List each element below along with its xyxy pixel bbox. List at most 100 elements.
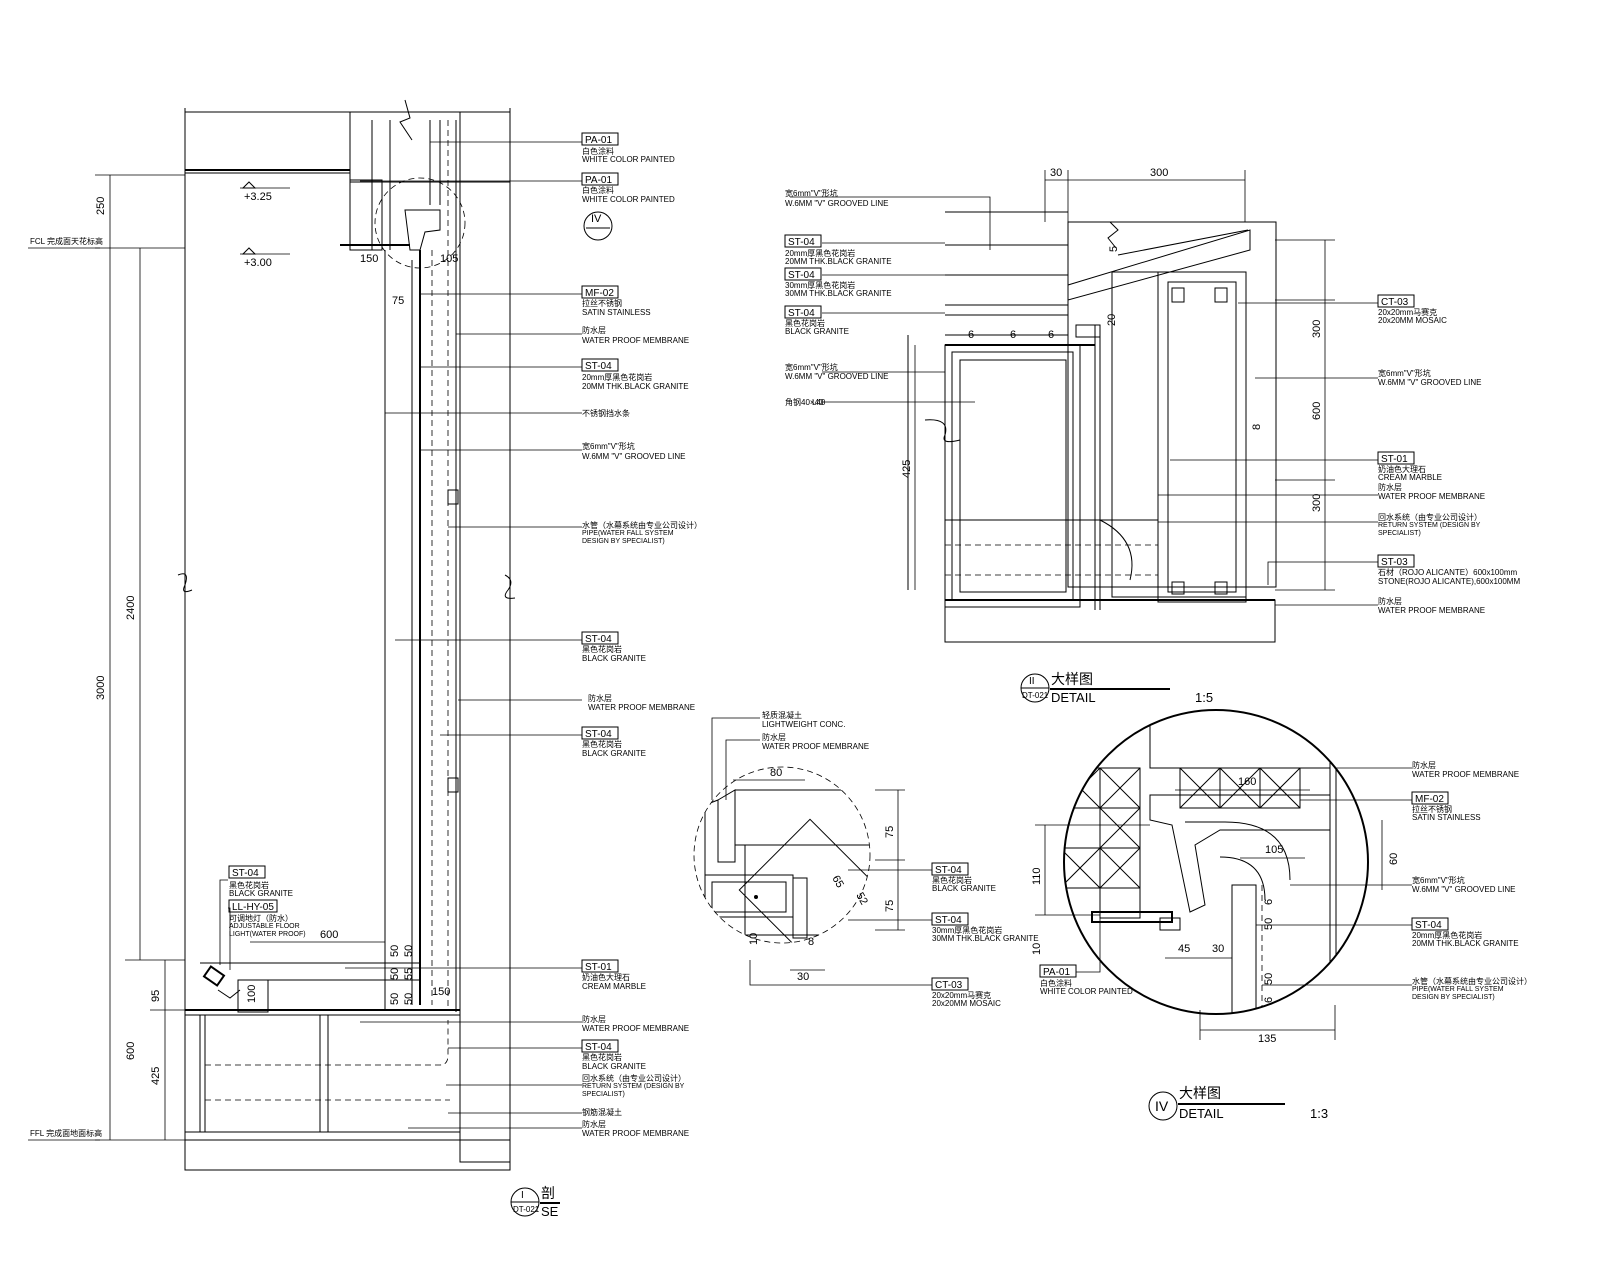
labelII-groove: 宽6mm"V"形坑 W.6MM "V" GROOVED LINE [785, 188, 991, 250]
svg-text:防水层: 防水层 [1378, 596, 1402, 606]
label-left-LL-HY-05: LL-HY-05 可调地灯（防水） ADJUSTABLE FLOOR LIGHT… [228, 899, 306, 970]
svg-text:黑色花岗岩: 黑色花岗岩 [582, 644, 622, 654]
dim-IV-50a: 50 [1263, 918, 1275, 930]
callout-circle-IV [374, 177, 466, 269]
dim-II-8: 8 [1251, 424, 1263, 430]
svg-text:轻质混凝土: 轻质混凝土 [762, 710, 802, 720]
label-left-ST-04: ST-04 黑色花岗岩 BLACK GRANITE [219, 865, 293, 965]
svg-text:黑色花岗岩: 黑色花岗岩 [932, 875, 972, 885]
label-concrete: 钢筋混凝土 [448, 1107, 622, 1117]
label-PA-01-a: PA-01 白色涂料 WHITE COLOR PAINTED [430, 132, 675, 164]
label-waterproof-4: 防水层 WATER PROOF MEMBRANE [408, 1119, 689, 1138]
svg-text:BLACK GRANITE: BLACK GRANITE [932, 884, 996, 893]
label-ST-04-a: ST-04 20mm厚黑色花岗岩 20MM THK.BLACK GRANITE [420, 358, 689, 391]
dim-III-75a: 75 [884, 826, 896, 838]
svg-text:MF-02: MF-02 [1415, 794, 1444, 805]
svg-text:黑色花岗岩: 黑色花岗岩 [582, 1052, 622, 1062]
labelII-ST-01: ST-01 奶油色大理石 CREAM MARBLE [1170, 451, 1442, 482]
svg-text:SATIN STAINLESS: SATIN STAINLESS [582, 308, 651, 317]
svg-text:角钢40×40: 角钢40×40 [785, 397, 824, 407]
svg-text:WATER PROOF MEMBRANE: WATER PROOF MEMBRANE [588, 703, 695, 712]
dim-150a: 150 [360, 253, 378, 265]
svg-text:W.6MM "V" GROOVED LINE: W.6MM "V" GROOVED LINE [785, 372, 888, 381]
svg-text:石材（ROJO ALICANTE）600x100mm: 石材（ROJO ALICANTE）600x100mm [1378, 567, 1517, 577]
svg-text:WATER PROOF MEMBRANE: WATER PROOF MEMBRANE [1412, 770, 1519, 779]
section-IV: 160 105 60 110 10 45 30 50 50 6 6 135 防水… [1031, 709, 1532, 1121]
dim-IV-135: 135 [1258, 1033, 1276, 1045]
svg-text:STONE(ROJO ALICANTE),600x100MM: STONE(ROJO ALICANTE),600x100MM [1378, 577, 1520, 586]
svg-text:II: II [1029, 676, 1035, 687]
dim-III-30: 30 [797, 971, 809, 983]
section-II-title: II DT-021 大样图 DETAIL 1:5 [1020, 671, 1213, 705]
dim-II-300a: 300 [1311, 320, 1323, 338]
dim-100: 100 [246, 985, 258, 1003]
svg-text:BLACK GRANITE: BLACK GRANITE [229, 889, 293, 898]
dim-600: 600 [125, 1042, 137, 1060]
dim-250: 250 [95, 197, 107, 215]
svg-text:WATER PROOF MEMBRANE: WATER PROOF MEMBRANE [1378, 606, 1485, 615]
labelII-ST-03: ST-03 石材（ROJO ALICANTE）600x100mm STONE(R… [1267, 554, 1520, 586]
svg-text:PA-01: PA-01 [585, 135, 612, 146]
dim-II-6c: 6 [1048, 329, 1054, 341]
svg-text:PA-01: PA-01 [585, 175, 612, 186]
labelII-waterproof-2: 防水层 WATER PROOF MEMBRANE [1275, 596, 1485, 615]
section-I-labels: PA-01 白色涂料 WHITE COLOR PAINTED PA-01 白色涂… [219, 132, 702, 1219]
dim-III-75b: 75 [884, 900, 896, 912]
svg-text:ST-04: ST-04 [585, 634, 612, 645]
svg-text:ST-04: ST-04 [788, 270, 815, 281]
svg-text:宽6mm"V"形坑: 宽6mm"V"形坑 [1412, 875, 1465, 885]
svg-text:ST-04: ST-04 [935, 865, 962, 876]
svg-text:不锈钢挡水条: 不锈钢挡水条 [582, 408, 630, 418]
svg-text:白色涂料: 白色涂料 [1040, 978, 1072, 988]
dim-50b: 50 [403, 993, 415, 1005]
svg-text:回水系统（由专业公司设计）: 回水系统（由专业公司设计） [1378, 512, 1482, 522]
callout-marker-IV[interactable] [583, 211, 613, 241]
section-III: 80 75 75 30 10 8 65 52 轻质混凝土 LIGHTWEIGHT… [693, 710, 1039, 1008]
label-PA-01-b: PA-01 白色涂料 WHITE COLOR PAINTED [360, 172, 675, 204]
dim-95: 95 [150, 990, 162, 1002]
dim-150b: 150 [432, 986, 450, 998]
svg-text:30MM THK.BLACK GRANITE: 30MM THK.BLACK GRANITE [785, 289, 892, 298]
svg-text:WATER PROOF MEMBRANE: WATER PROOF MEMBRANE [582, 336, 689, 345]
dim-III-52: 52 [853, 891, 870, 908]
level-300: +3.00 [244, 257, 272, 269]
dim-50d: 50 [389, 945, 401, 957]
svg-text:黑色花岗岩: 黑色花岗岩 [582, 739, 622, 749]
dim-III-80: 80 [770, 767, 782, 779]
svg-text:防水层: 防水层 [588, 693, 612, 703]
svg-text:黑色花岗岩: 黑色花岗岩 [229, 880, 269, 890]
dim-IV-50b: 50 [1263, 973, 1275, 985]
section-II-labels-right: CT-03 20x20mm马赛克 20x20MM MOSAIC 宽6mm"V"形… [1020, 294, 1520, 705]
svg-text:ST-01: ST-01 [1381, 454, 1408, 465]
dim-50e: 50 [403, 945, 415, 957]
svg-text:防水层: 防水层 [582, 325, 606, 335]
svg-text:WHITE COLOR PAINTED: WHITE COLOR PAINTED [582, 155, 675, 164]
svg-text:水管（水幕系统由专业公司设计）: 水管（水幕系统由专业公司设计） [1412, 976, 1532, 986]
dim-IV-105: 105 [1265, 844, 1283, 856]
svg-text:PA-01: PA-01 [1043, 967, 1070, 978]
svg-text:20mm厚黑色花岗岩: 20mm厚黑色花岗岩 [582, 372, 652, 382]
svg-text:防水层: 防水层 [582, 1014, 606, 1024]
section-I-dimensions: 250 2400 3000 600 95 425 FCL 完成面天花标高 FFL… [28, 174, 613, 1141]
svg-text:W.6MM "V" GROOVED LINE: W.6MM "V" GROOVED LINE [582, 452, 685, 461]
svg-text:白色涂料: 白色涂料 [582, 185, 614, 195]
dim-IV-60: 60 [1388, 853, 1400, 865]
labelIV-groove: 宽6mm"V"形坑 W.6MM "V" GROOVED LINE [1290, 875, 1515, 894]
svg-text:W.6MM "V" GROOVED LINE: W.6MM "V" GROOVED LINE [1378, 378, 1481, 387]
dim-50a: 50 [389, 993, 401, 1005]
labelIV-PA-01: PA-01 白色涂料 WHITE COLOR PAINTED [1039, 918, 1133, 996]
labelII-waterproof: 防水层 WATER PROOF MEMBRANE [1158, 482, 1485, 501]
svg-text:WATER PROOF MEMBRANE: WATER PROOF MEMBRANE [582, 1024, 689, 1033]
labelII-return: 回水系统（由专业公司设计） RETURN SYSTEM (DESIGN BY S… [1158, 512, 1482, 537]
labelII-angle: 角钢40×40 L40 [785, 397, 975, 407]
svg-text:宽6mm"V"形坑: 宽6mm"V"形坑 [1378, 368, 1431, 378]
svg-text:20x20MM MOSAIC: 20x20MM MOSAIC [1378, 316, 1447, 325]
svg-text:DETAIL: DETAIL [1051, 690, 1096, 705]
svg-text:1:3: 1:3 [1310, 1106, 1328, 1121]
svg-text:20MM THK.BLACK GRANITE: 20MM THK.BLACK GRANITE [785, 257, 892, 266]
svg-text:WHITE COLOR PAINTED: WHITE COLOR PAINTED [1040, 987, 1133, 996]
label-groove-1: 宽6mm"V"形坑 W.6MM "V" GROOVED LINE [420, 441, 685, 461]
svg-text:WATER PROOF MEMBRANE: WATER PROOF MEMBRANE [762, 742, 869, 751]
svg-text:防水层: 防水层 [762, 732, 786, 742]
svg-text:宽6mm"V"形坑: 宽6mm"V"形坑 [785, 188, 838, 198]
